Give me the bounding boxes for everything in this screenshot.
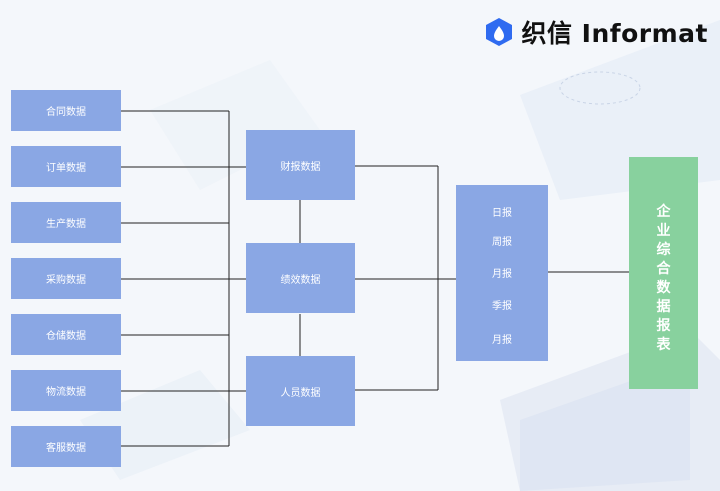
final-char: 合 (656, 261, 671, 277)
source-label: 生产数据 (46, 219, 86, 230)
final-char: 报 (656, 318, 671, 334)
source-label: 仓储数据 (46, 331, 86, 342)
middle-label: 绩效数据 (280, 274, 321, 286)
final-char: 综 (656, 242, 671, 258)
period-monthly-2: 月报 (492, 335, 512, 346)
source-box-warehouse: 仓储数据 (11, 314, 121, 355)
brand: 织信 Informat (485, 14, 708, 50)
final-report-box: 企 业 综 合 数 据 报 表 (629, 157, 698, 389)
final-char: 企 (656, 204, 671, 220)
period-daily: 日报 (492, 208, 512, 219)
middle-box-personnel: 人员数据 (246, 356, 355, 426)
final-char: 业 (656, 223, 671, 239)
period-monthly: 月报 (492, 269, 512, 280)
brand-name: 织信 Informat (521, 19, 708, 48)
source-label: 客服数据 (46, 443, 86, 454)
source-label: 订单数据 (46, 163, 86, 174)
final-char: 数 (656, 280, 671, 296)
final-char: 表 (656, 337, 671, 353)
middle-box-performance: 绩效数据 (246, 243, 355, 313)
middle-box-finance: 财报数据 (246, 130, 355, 200)
period-weekly: 周报 (492, 237, 512, 248)
brand-logo-icon (486, 18, 513, 46)
source-box-production: 生产数据 (11, 202, 121, 243)
final-char: 据 (656, 299, 671, 315)
middle-label: 财报数据 (280, 161, 321, 173)
source-box-logistics: 物流数据 (11, 370, 121, 411)
report-periods-box: 日报 周报 月报 季报 月报 (456, 185, 548, 361)
source-label: 合同数据 (46, 107, 86, 118)
source-label: 采购数据 (46, 275, 86, 286)
source-box-purchase: 采购数据 (11, 258, 121, 299)
middle-label: 人员数据 (280, 387, 321, 399)
source-label: 物流数据 (46, 387, 86, 398)
source-box-contract: 合同数据 (11, 90, 121, 131)
source-box-order: 订单数据 (11, 146, 121, 187)
period-quarterly: 季报 (492, 301, 512, 312)
source-box-customer-service: 客服数据 (11, 426, 121, 467)
